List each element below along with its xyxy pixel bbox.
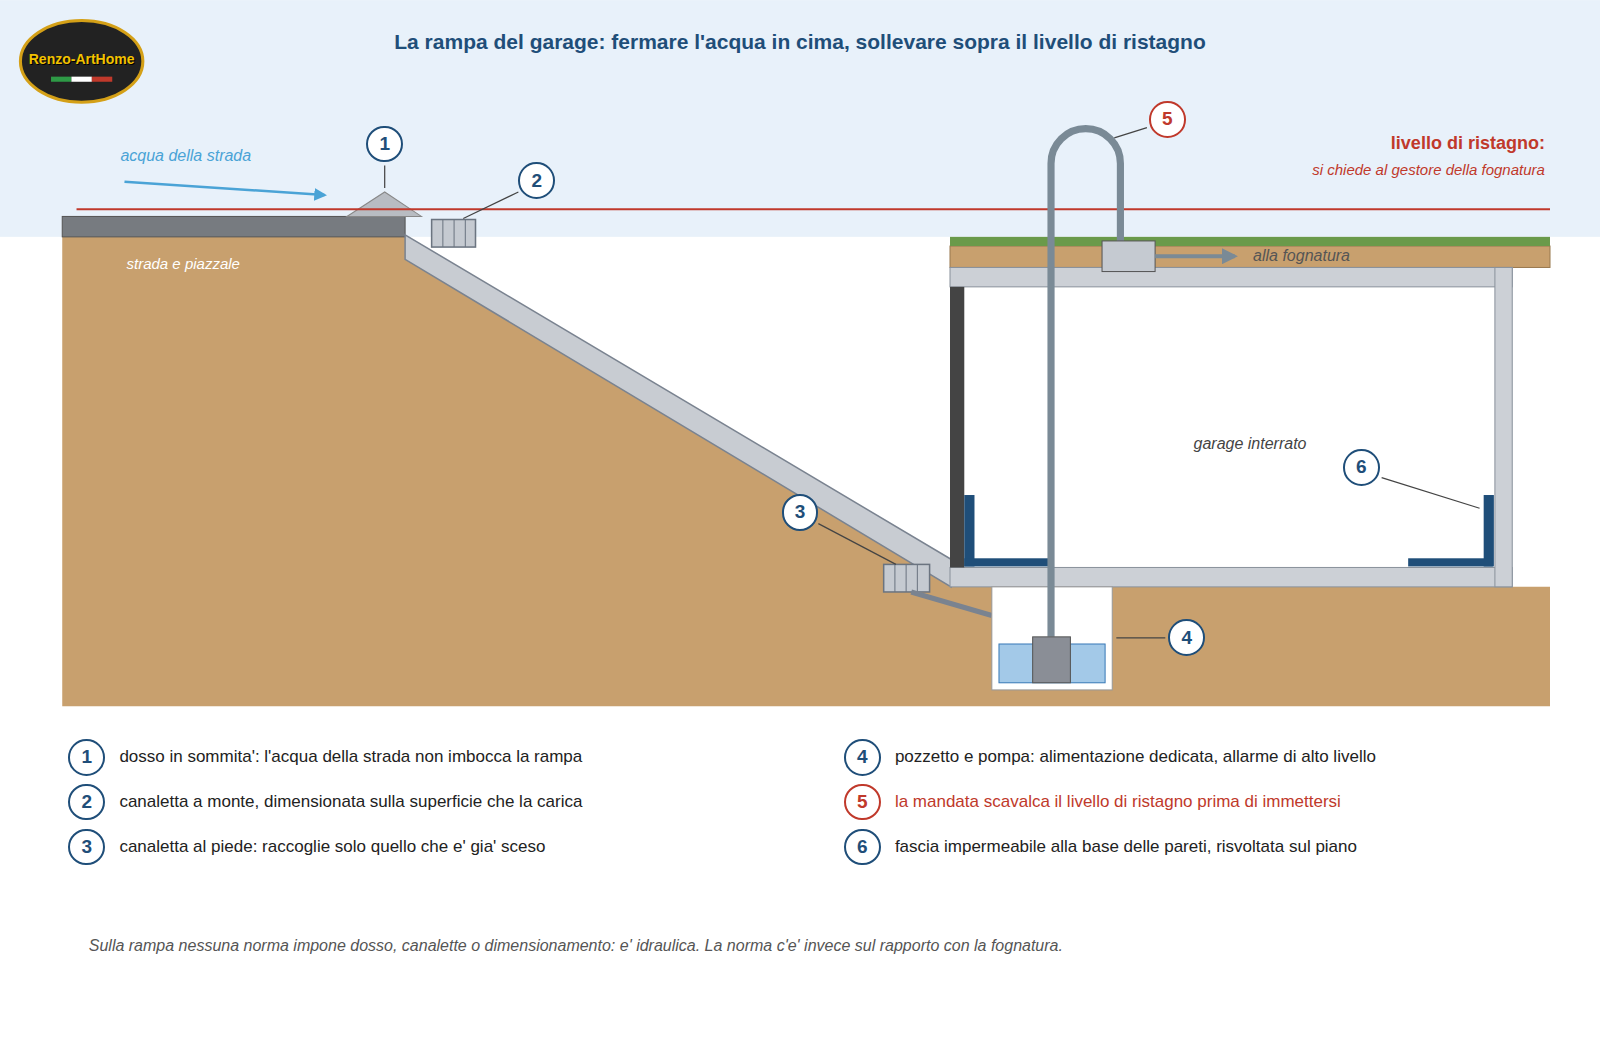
callout-circle: 4 (1168, 619, 1205, 656)
upper-channel (432, 220, 476, 248)
callout-circle: 6 (844, 829, 881, 866)
callout-circle: 2 (518, 162, 555, 199)
legend-text: dosso in sommita': l'acqua della strada … (119, 747, 582, 767)
ground (62, 237, 1550, 706)
legend-text: pozzetto e pompa: alimentazione dedicata… (895, 747, 1376, 767)
roof-soil (950, 246, 1550, 267)
drain-pipe (911, 592, 992, 615)
callout-number: 5 (857, 791, 868, 813)
flow-label: acqua della strada (120, 147, 251, 166)
callout-number: 4 (857, 746, 868, 768)
pump (1033, 637, 1071, 683)
lawn (950, 237, 1550, 246)
callout-number: 4 (1181, 627, 1192, 649)
callout-circle: 4 (844, 739, 881, 776)
sewer-box (1102, 241, 1155, 272)
legend-text: la mandata scavalca il livello di ristag… (895, 792, 1341, 812)
callout-number: 5 (1162, 108, 1173, 130)
hump (347, 192, 421, 216)
callout-number: 1 (81, 746, 92, 768)
callout-number: 2 (81, 791, 92, 813)
caption: Sulla rampa nessuna norma impone dosso, … (89, 936, 1063, 955)
legend-text: fascia impermeabile alla base delle pare… (895, 837, 1357, 857)
leader-lines (385, 128, 1480, 638)
callout-circle: 3 (782, 494, 819, 531)
left-wall (950, 287, 964, 568)
callout-circle: 1 (366, 126, 403, 163)
callout-number: 3 (81, 836, 92, 858)
stagnation-level (77, 208, 1550, 210)
roof-slab (950, 267, 1512, 286)
waterproof-band (964, 495, 1494, 566)
logo (20, 21, 142, 103)
level-label: livello di ristagno: (1391, 133, 1545, 155)
right-wall (1495, 267, 1512, 586)
callout-circle: 6 (1343, 449, 1380, 486)
callout-number: 2 (531, 170, 542, 192)
water-arrow (124, 182, 324, 195)
diagram-title: La rampa del garage: fermare l'acqua in … (394, 29, 1205, 54)
callout-number: 6 (1356, 456, 1367, 478)
delivery-pipe (1051, 129, 1120, 637)
sky-band (0, 0, 1600, 237)
sewer-label: alla fognatura (1253, 247, 1350, 266)
callout-circle: 5 (1149, 101, 1186, 138)
callout-circle: 3 (68, 829, 105, 866)
road (62, 216, 405, 236)
callout-number: 3 (795, 501, 806, 523)
road-label: strada e piazzale (127, 255, 240, 273)
callout-number: 1 (379, 133, 390, 155)
level-note: si chiede al gestore della fognatura (1312, 161, 1545, 179)
floor-slab (950, 567, 1512, 586)
lower-channel (884, 564, 930, 592)
logo-text: Renzo-ArtHome (29, 51, 135, 68)
callout-circle: 2 (68, 784, 105, 821)
legend-text: canaletta al piede: raccoglie solo quell… (119, 837, 545, 857)
callout-number: 6 (857, 836, 868, 858)
callout-circle: 1 (68, 739, 105, 776)
legend-text: canaletta a monte, dimensionata sulla su… (119, 792, 582, 812)
ramp-slab (405, 235, 951, 587)
callout-circle: 5 (844, 784, 881, 821)
sewer-arrow (1155, 254, 1235, 258)
garage-label: garage interrato (1194, 434, 1307, 453)
